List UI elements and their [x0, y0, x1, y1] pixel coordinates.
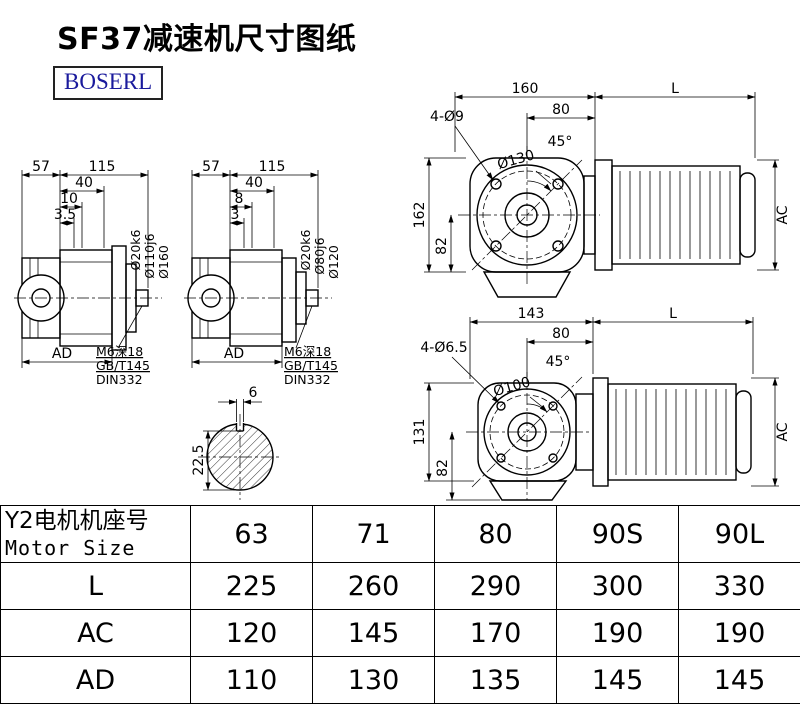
- dim-label: 4-Ø6.5: [420, 340, 467, 356]
- table-cell: 225: [190, 562, 313, 610]
- size-column-header: 80: [434, 505, 557, 563]
- dim-label: Ø110j6: [142, 233, 157, 278]
- table-cell: 145: [678, 656, 800, 704]
- dim-label: Ø160: [156, 245, 171, 279]
- dim-label: AD: [224, 346, 244, 362]
- motor-size-cn: Y2电机机座号: [5, 508, 149, 535]
- table-cell: 145: [556, 656, 679, 704]
- dim-label: 6: [249, 385, 258, 401]
- shaft-cross-section: 6 22.5: [191, 385, 282, 500]
- dim-label: L: [671, 81, 679, 97]
- table-cell: 330: [678, 562, 800, 610]
- size-column-header: 63: [190, 505, 313, 563]
- dim-label: Ø120: [326, 245, 341, 279]
- motor-dimension-table: Y2电机机座号 Motor Size 63 71 80 90S 90L L 22…: [0, 505, 800, 704]
- size-column-header: 71: [312, 505, 435, 563]
- page-title: SF37减速机尺寸图纸: [57, 22, 357, 57]
- dim-label: 45°: [546, 354, 571, 370]
- dim-label: 45°: [548, 134, 573, 150]
- front-view-motor-large: 160 L 80 4-Ø9 45° Ø130 162: [412, 81, 791, 298]
- dim-label: 3.5: [54, 207, 76, 223]
- dim-label: 143: [518, 306, 545, 322]
- table-cell: 190: [556, 609, 679, 657]
- table-cell: 260: [312, 562, 435, 610]
- technical-drawing-canvas: 57 115 40 10 3.5 Ø20k6 Ø110j6 Ø160 AD: [14, 81, 791, 501]
- side-view-gearbox-b: 57 115 40 8 3 Ø20k6 Ø80j6 Ø120 AD: [184, 159, 341, 387]
- dim-label: 4-Ø9: [430, 109, 464, 125]
- thread-note: M6深18: [96, 344, 143, 359]
- dim-label: L: [669, 306, 677, 322]
- dim-label: Ø80j6: [312, 237, 327, 274]
- dim-label: 115: [259, 159, 286, 175]
- motor-size-en: Motor Size: [5, 535, 136, 560]
- dim-label: AC: [775, 422, 791, 441]
- dim-label: AD: [52, 346, 72, 362]
- table-row-AC: AC 120 145 170 190 190: [0, 609, 800, 657]
- table-cell: 135: [434, 656, 557, 704]
- brand-text: BOSERL: [64, 69, 153, 94]
- table-row-AD: AD 110 130 135 145 145: [0, 656, 800, 704]
- dim-label: 40: [245, 175, 263, 191]
- dim-label: 40: [75, 175, 93, 191]
- thread-note: GB/T145: [284, 358, 338, 373]
- motor-size-header: Y2电机机座号 Motor Size: [0, 505, 191, 563]
- thread-note: DIN332: [284, 372, 331, 387]
- dim-label: Ø20k6: [298, 229, 313, 270]
- table-row-L: L 225 260 290 300 330: [0, 562, 800, 610]
- thread-note: GB/T145: [96, 358, 150, 373]
- dim-label: Ø20k6: [128, 229, 143, 270]
- dim-label: 80: [552, 326, 570, 342]
- side-view-gearbox-a: 57 115 40 10 3.5 Ø20k6 Ø110j6 Ø160 AD: [14, 159, 171, 387]
- dim-label: 162: [412, 202, 428, 229]
- dim-label: 8: [235, 191, 244, 207]
- table-cell: 145: [312, 609, 435, 657]
- table-cell: 130: [312, 656, 435, 704]
- dim-label: 131: [412, 419, 428, 446]
- table-header-row: Y2电机机座号 Motor Size 63 71 80 90S 90L: [0, 505, 800, 563]
- table-cell: 290: [434, 562, 557, 610]
- dim-label: 80: [552, 102, 570, 118]
- thread-note: DIN332: [96, 372, 143, 387]
- table-cell: 110: [190, 656, 313, 704]
- dim-label: AC: [775, 205, 791, 224]
- dim-label: 82: [435, 459, 451, 477]
- row-label: L: [0, 562, 191, 610]
- thread-note: M6深18: [284, 344, 331, 359]
- dim-label: 82: [434, 237, 450, 255]
- dim-label: 10: [60, 191, 78, 207]
- size-column-header: 90S: [556, 505, 679, 563]
- front-view-motor-small: 143 L 80 4-Ø6.5 45° Ø100 131: [412, 306, 791, 501]
- dim-label: 115: [89, 159, 116, 175]
- table-cell: 300: [556, 562, 679, 610]
- dim-label: 22.5: [191, 444, 207, 475]
- dim-label: 57: [32, 159, 50, 175]
- dim-label: Ø100: [492, 374, 533, 400]
- row-label: AC: [0, 609, 191, 657]
- dim-label: 57: [202, 159, 220, 175]
- size-column-header: 90L: [678, 505, 800, 563]
- table-cell: 170: [434, 609, 557, 657]
- row-label: AD: [0, 656, 191, 704]
- dim-label: 3: [231, 207, 240, 223]
- dim-label: 160: [512, 81, 539, 97]
- table-cell: 120: [190, 609, 313, 657]
- brand-logo-box: BOSERL: [53, 66, 164, 100]
- dim-label: Ø130: [496, 147, 537, 173]
- table-cell: 190: [678, 609, 800, 657]
